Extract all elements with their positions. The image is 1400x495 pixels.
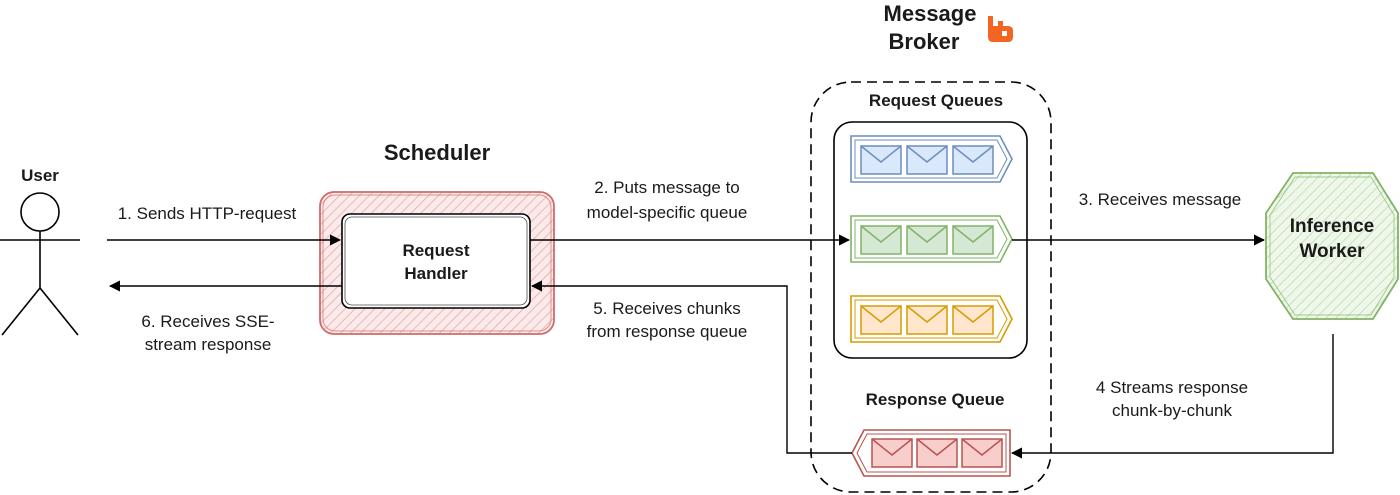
- arrow-step-5: [530, 280, 852, 454]
- message-icon: [961, 438, 1003, 468]
- step-2-label-2: model-specific queue: [587, 203, 748, 222]
- arrow-step-4: [1010, 334, 1334, 459]
- step-4-label-1: 4 Streams response: [1096, 378, 1248, 397]
- message-icon: [871, 438, 913, 468]
- broker-title-1: Message: [884, 1, 977, 26]
- step-1-label: 1. Sends HTTP-request: [118, 204, 297, 223]
- message-icon: [860, 145, 902, 175]
- message-icon: [952, 305, 994, 335]
- broker-boundary: [810, 81, 1052, 493]
- rabbitmq-icon: [988, 16, 1013, 42]
- inference-worker: Inference Worker: [1265, 172, 1399, 320]
- message-icon: [860, 305, 902, 335]
- message-icon: [906, 225, 948, 255]
- step-2-label-1: 2. Puts message to: [594, 178, 740, 197]
- step-5-label-1: 5. Receives chunks: [593, 299, 740, 318]
- request-queue-blue: [850, 135, 1013, 183]
- response-queue-red: [851, 429, 1011, 477]
- step-3-label: 3. Receives message: [1079, 190, 1242, 209]
- message-icon: [906, 145, 948, 175]
- message-broker: Message Broker Request Queues: [810, 1, 1052, 493]
- request-queue-yellow: [850, 295, 1013, 343]
- step-6-label-2: stream response: [145, 335, 272, 354]
- message-icon: [860, 225, 902, 255]
- request-handler-label-1: Request: [402, 241, 469, 260]
- message-icon: [952, 225, 994, 255]
- message-icon: [906, 305, 948, 335]
- message-icon: [916, 438, 958, 468]
- step-6-label-1: 6. Receives SSE-: [141, 312, 274, 331]
- request-queue-green: [850, 215, 1013, 263]
- message-icon: [952, 145, 994, 175]
- request-queues-label: Request Queues: [869, 91, 1003, 110]
- broker-title-2: Broker: [889, 29, 960, 54]
- step-4-label-2: chunk-by-chunk: [1112, 401, 1233, 420]
- scheduler-title: Scheduler: [384, 140, 491, 165]
- step-labels: 1. Sends HTTP-request 2. Puts message to…: [118, 178, 1248, 420]
- scheduler: Scheduler Request Handler: [319, 140, 555, 335]
- step-5-label-2: from response queue: [587, 322, 748, 341]
- worker-label-2: Worker: [1299, 241, 1365, 262]
- request-handler: Request Handler: [341, 213, 531, 309]
- response-queue-label: Response Queue: [866, 390, 1005, 409]
- flow-arrows: [107, 234, 1334, 459]
- user-icon: [0, 192, 80, 336]
- user-label: User: [21, 166, 59, 185]
- user-actor: User: [0, 166, 80, 336]
- request-handler-label-2: Handler: [404, 264, 468, 283]
- worker-label-1: Inference: [1290, 216, 1374, 237]
